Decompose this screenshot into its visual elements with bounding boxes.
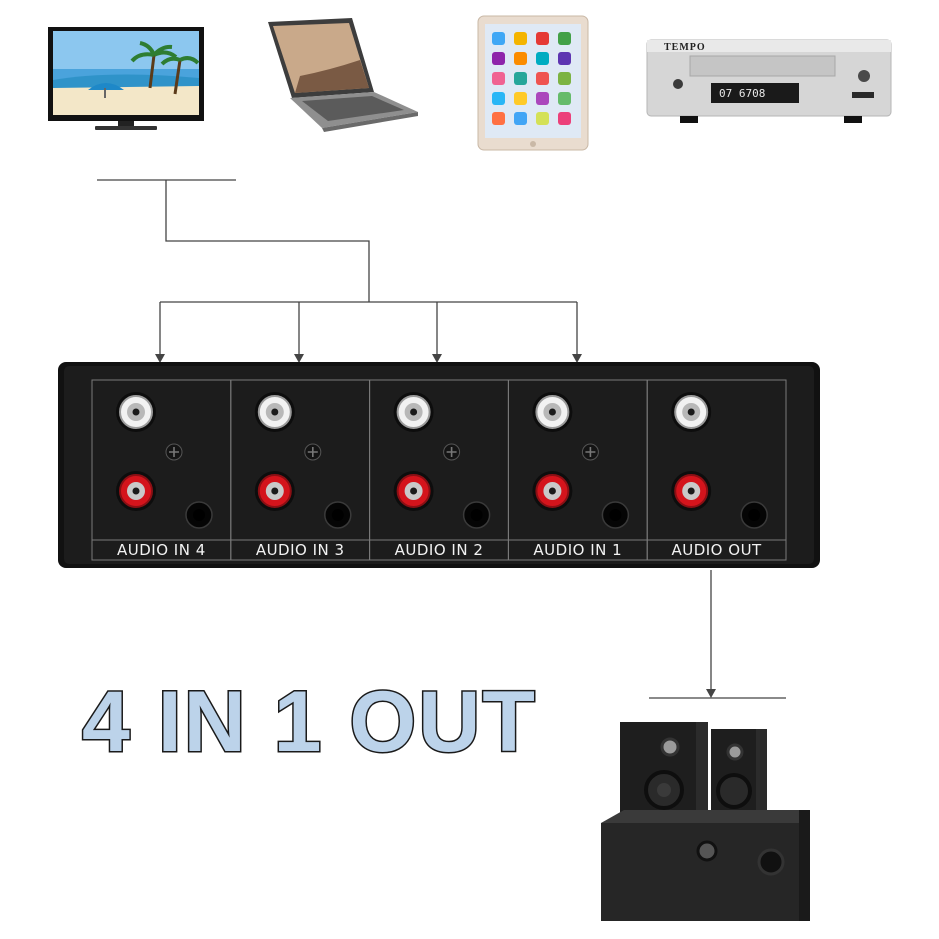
port-label: AUDIO IN 4 — [117, 541, 206, 559]
rca-white-jack[interactable] — [532, 392, 573, 432]
speaker-system-icon — [601, 722, 810, 921]
rca-white-jack[interactable] — [116, 392, 156, 432]
tv-icon — [48, 27, 204, 130]
input-arrowheads — [155, 354, 582, 363]
output-connection-line — [649, 570, 786, 699]
rca-white-jack[interactable] — [671, 392, 712, 432]
audio-switcher-panel: AUDIO IN 4 AUDIO IN 3 AUDIO IN 2 AUDIO IN 1… — [58, 362, 820, 568]
cd-player-icon: 07 6708 TEMPO — [646, 39, 892, 123]
rca-red-jack[interactable] — [254, 471, 295, 511]
rca-red-jack[interactable] — [532, 471, 573, 511]
port-section: AUDIO IN 2 — [369, 379, 509, 561]
rca-red-jack[interactable] — [116, 471, 156, 511]
port-label: AUDIO IN 1 — [533, 541, 622, 559]
cd-display-text: 07 6708 — [719, 87, 765, 100]
aux-35mm-jack[interactable] — [185, 501, 213, 529]
headline-text: 4 IN 1 OUT — [82, 674, 537, 770]
port-section: AUDIO IN 4 — [91, 379, 232, 561]
aux-35mm-jack[interactable] — [740, 501, 768, 529]
input-connection-lines — [97, 179, 578, 356]
rca-red-jack[interactable] — [671, 471, 712, 511]
panel-screw-icon — [304, 443, 322, 461]
panel-screw-icon — [165, 443, 183, 461]
rca-red-jack[interactable] — [393, 471, 434, 511]
port-section: AUDIO OUT — [646, 379, 787, 561]
aux-35mm-jack[interactable] — [462, 501, 491, 529]
port-label: AUDIO IN 3 — [256, 541, 345, 559]
panel-screw-icon — [581, 443, 599, 461]
rca-white-jack[interactable] — [254, 392, 295, 432]
panel-screw-icon — [443, 443, 461, 461]
cd-brand-logo: TEMPO — [664, 42, 706, 53]
laptop-icon — [268, 18, 418, 132]
port-section: AUDIO IN 1 — [507, 379, 648, 561]
port-label: AUDIO IN 2 — [395, 541, 484, 559]
aux-35mm-jack[interactable] — [324, 501, 352, 529]
rca-white-jack[interactable] — [393, 392, 434, 432]
tablet-icon — [477, 15, 589, 151]
aux-35mm-jack[interactable] — [601, 501, 630, 529]
port-label: AUDIO OUT — [671, 541, 762, 559]
port-section: AUDIO IN 3 — [230, 379, 371, 561]
